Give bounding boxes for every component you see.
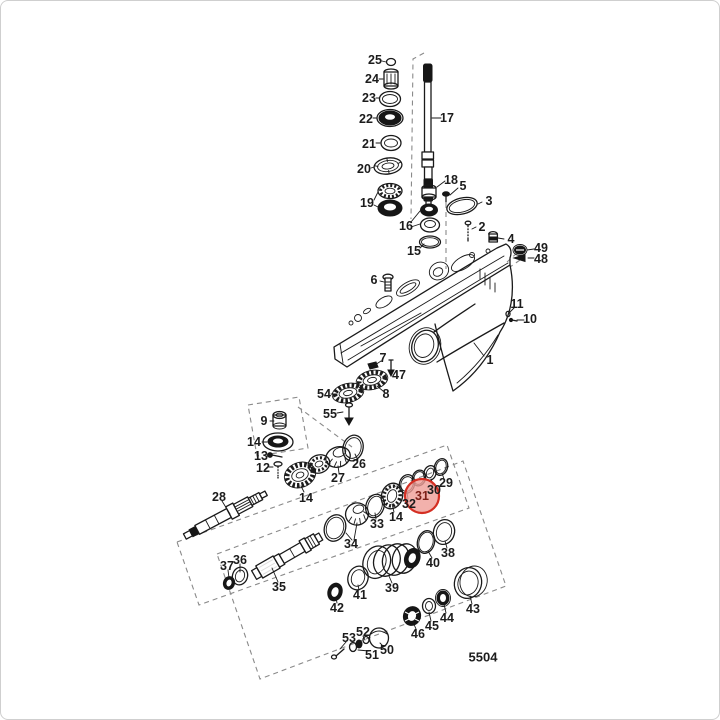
part-label-33[interactable]: 33: [370, 516, 384, 531]
part-label-23[interactable]: 23: [362, 90, 376, 105]
part-label-16[interactable]: 16: [399, 218, 413, 233]
part-label-30[interactable]: 30: [427, 482, 441, 497]
part-label-3[interactable]: 3: [485, 193, 493, 208]
part-label-5[interactable]: 5: [459, 178, 467, 193]
part-label-35[interactable]: 35: [272, 579, 286, 594]
part-label-2[interactable]: 2: [478, 219, 486, 234]
part-label-54[interactable]: 54: [317, 386, 331, 401]
part-label-11[interactable]: 11: [510, 296, 524, 311]
part-label-18[interactable]: 18: [444, 172, 458, 187]
part-label-36[interactable]: 36: [233, 552, 247, 567]
part-label-38[interactable]: 38: [441, 545, 455, 560]
alignment-dashed-lines: [176, 52, 521, 680]
part-label-52[interactable]: 52: [356, 624, 370, 639]
part-label-48[interactable]: 48: [534, 251, 548, 266]
part-label-55[interactable]: 55: [323, 406, 337, 421]
part-label-21[interactable]: 21: [362, 136, 376, 151]
gear-cluster-art: [182, 434, 364, 540]
part-label-40[interactable]: 40: [426, 555, 440, 570]
part-label-17[interactable]: 17: [440, 110, 454, 125]
part-label-19[interactable]: 19: [360, 195, 374, 210]
part-label-24[interactable]: 24: [365, 71, 379, 86]
part-label-26[interactable]: 26: [352, 456, 366, 471]
part-label-34[interactable]: 34: [344, 536, 358, 551]
part-label-47[interactable]: 47: [392, 367, 406, 382]
part-label-4[interactable]: 4: [507, 231, 515, 246]
gearcase-housing-art: [333, 243, 513, 392]
part-label-9[interactable]: 9: [260, 413, 268, 428]
part-label-53[interactable]: 53: [342, 630, 356, 645]
part-label-1[interactable]: 1: [486, 352, 494, 367]
part-label-14[interactable]: 14: [299, 490, 313, 505]
housing-fasteners-art: [382, 191, 528, 323]
part-label-45[interactable]: 45: [425, 618, 439, 633]
part-label-51[interactable]: 51: [365, 647, 379, 662]
part-label-44[interactable]: 44: [440, 610, 454, 625]
diagram-sheet-code: 5504: [468, 649, 498, 665]
part-label-14[interactable]: 14: [247, 434, 261, 449]
part-label-43[interactable]: 43: [466, 601, 480, 616]
part-label-7[interactable]: 7: [379, 350, 387, 365]
part-label-12[interactable]: 12: [256, 460, 270, 475]
ring-row-art: [323, 458, 449, 542]
part-label-22[interactable]: 22: [359, 111, 373, 126]
part-label-41[interactable]: 41: [353, 587, 367, 602]
part-label-10[interactable]: 10: [523, 311, 537, 326]
part-label-50[interactable]: 50: [380, 642, 394, 657]
leader-lines: [221, 60, 535, 652]
part-label-31-highlighted[interactable]: 31: [415, 488, 429, 503]
part-label-32[interactable]: 32: [402, 496, 416, 511]
part-label-46[interactable]: 46: [411, 626, 425, 641]
part-label-28[interactable]: 28: [212, 489, 226, 504]
part-label-6[interactable]: 6: [370, 272, 378, 287]
part-label-14[interactable]: 14: [389, 509, 403, 524]
part-label-13[interactable]: 13: [254, 448, 268, 463]
part-label-27[interactable]: 27: [331, 470, 345, 485]
mid-parts-art: [262, 359, 395, 479]
part-label-29[interactable]: 29: [439, 475, 453, 490]
part-label-49[interactable]: 49: [534, 240, 548, 255]
part-label-39[interactable]: 39: [385, 580, 399, 595]
part-label-20[interactable]: 20: [357, 161, 371, 176]
propshaft-cluster-art: [222, 518, 488, 660]
part-label-37[interactable]: 37: [220, 558, 234, 573]
part-label-8[interactable]: 8: [382, 386, 390, 401]
driveshaft-stack-art: [373, 57, 442, 249]
part-label-15[interactable]: 15: [407, 243, 421, 258]
part-label-25[interactable]: 25: [368, 52, 382, 67]
part-label-42[interactable]: 42: [330, 600, 344, 615]
part-31-highlight[interactable]: [403, 477, 441, 515]
